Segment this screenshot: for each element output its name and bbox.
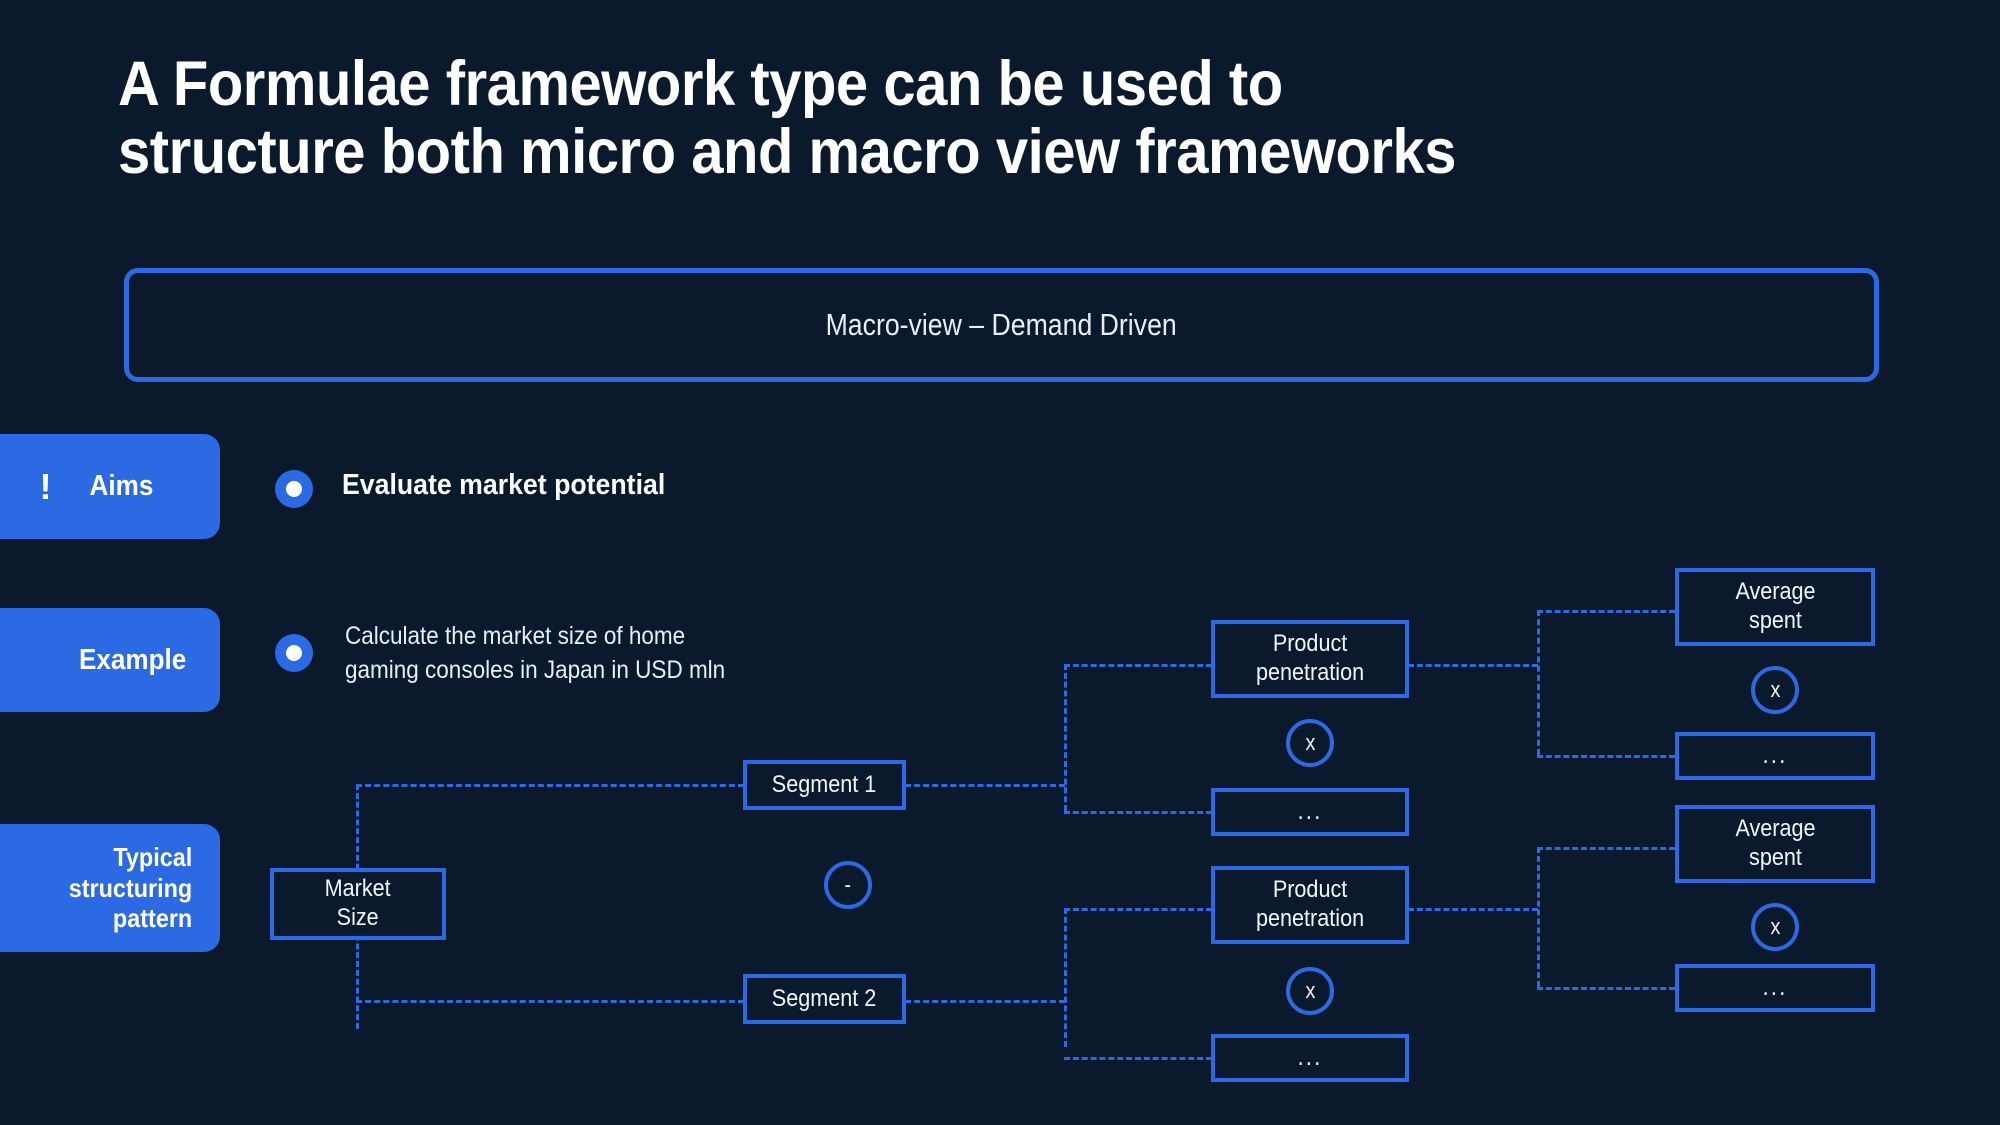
node-product-penetration-1-label: Product penetration xyxy=(1255,630,1365,686)
example-bullet-text: Calculate the market size of home gaming… xyxy=(345,622,726,684)
connector-bracket-avg1-vertical xyxy=(1537,610,1540,755)
macro-view-header-label: Macro-view – Demand Driven xyxy=(825,307,1178,342)
operator-avg2-multiply: x xyxy=(1751,903,1799,951)
category-tab-pattern[interactable]: Typical structuring pattern xyxy=(0,824,220,952)
connector-bracket-to-ellipsis1 xyxy=(1064,811,1212,814)
connector-pp1-to-bracket xyxy=(1408,664,1538,667)
node-market-size-label: Market Size xyxy=(324,875,392,931)
node-product-penetration-2-label: Product penetration xyxy=(1255,876,1365,932)
node-ellipsis-avg2[interactable]: ... xyxy=(1675,964,1875,1012)
node-product-penetration-2[interactable]: Product penetration xyxy=(1211,866,1409,944)
connector-bracket-to-ellipsis2 xyxy=(1064,1057,1212,1060)
connector-bracket-to-segment2 xyxy=(356,1000,744,1003)
node-ellipsis-avg2-label: ... xyxy=(1762,970,1788,1001)
connector-segment1-to-bracket xyxy=(905,784,1065,787)
connector-bracket-to-ellipsis-avg2 xyxy=(1537,987,1675,990)
connector-bracket-to-ellipsis-avg1 xyxy=(1537,755,1675,758)
node-ellipsis-seg1[interactable]: ... xyxy=(1211,788,1409,836)
operator-market-split: - xyxy=(824,861,872,909)
connector-bracket-to-pp2 xyxy=(1064,908,1212,911)
bullet-dot-icon-example xyxy=(275,634,313,672)
operator-market-split-label: - xyxy=(844,872,852,897)
node-ellipsis-seg1-label: ... xyxy=(1297,794,1323,825)
node-average-spent-1[interactable]: Average spent xyxy=(1675,568,1875,646)
node-segment-2-label: Segment 2 xyxy=(772,984,877,1012)
node-ellipsis-seg2[interactable]: ... xyxy=(1211,1034,1409,1082)
operator-avg1-multiply: x xyxy=(1751,666,1799,714)
macro-view-header-box: Macro-view – Demand Driven xyxy=(124,268,1879,382)
operator-avg1-multiply-label: x xyxy=(1770,677,1780,702)
node-ellipsis-avg1[interactable]: ... xyxy=(1675,732,1875,780)
page-title: A Formulae framework type can be used to… xyxy=(118,49,1457,188)
node-segment-1[interactable]: Segment 1 xyxy=(743,760,906,810)
node-ellipsis-avg1-label: ... xyxy=(1762,738,1788,769)
connector-bracket-pp2-vertical xyxy=(1064,908,1067,1047)
node-average-spent-1-label: Average spent xyxy=(1734,578,1816,634)
connector-bracket-to-avgspent1 xyxy=(1537,610,1675,613)
node-segment-2[interactable]: Segment 2 xyxy=(743,974,906,1024)
exclamation-icon: ! xyxy=(39,465,52,507)
node-product-penetration-1[interactable]: Product penetration xyxy=(1211,620,1409,698)
connector-bracket-to-pp1 xyxy=(1064,664,1212,667)
node-ellipsis-seg2-label: ... xyxy=(1297,1040,1323,1071)
operator-seg1-multiply-label: x xyxy=(1305,730,1315,755)
node-segment-1-label: Segment 1 xyxy=(772,770,877,798)
connector-segment2-to-bracket xyxy=(905,1000,1065,1003)
connector-bracket-pp1-vertical xyxy=(1064,664,1067,811)
category-tab-example[interactable]: Example xyxy=(0,608,220,712)
connector-pp2-to-bracket xyxy=(1408,908,1538,911)
category-tab-example-label: Example xyxy=(78,643,187,676)
connector-bracket-to-segment1 xyxy=(356,784,744,787)
operator-avg2-multiply-label: x xyxy=(1770,914,1780,939)
node-average-spent-2[interactable]: Average spent xyxy=(1675,805,1875,883)
category-tab-pattern-label: Typical structuring pattern xyxy=(68,841,192,934)
operator-seg1-multiply: x xyxy=(1286,719,1334,767)
aims-bullet-text: Evaluate market potential xyxy=(342,469,666,501)
connector-bracket-to-avgspent2 xyxy=(1537,847,1675,850)
bullet-dot-icon-aims xyxy=(275,470,313,508)
connector-bracket-avg2-vertical xyxy=(1537,847,1540,987)
node-average-spent-2-label: Average spent xyxy=(1734,815,1816,871)
node-market-size[interactable]: Market Size xyxy=(270,868,446,940)
category-tab-aims-label: Aims xyxy=(89,470,153,502)
category-tab-aims[interactable]: ! Aims xyxy=(0,434,220,539)
operator-seg2-multiply: x xyxy=(1286,967,1334,1015)
operator-seg2-multiply-label: x xyxy=(1305,978,1315,1003)
